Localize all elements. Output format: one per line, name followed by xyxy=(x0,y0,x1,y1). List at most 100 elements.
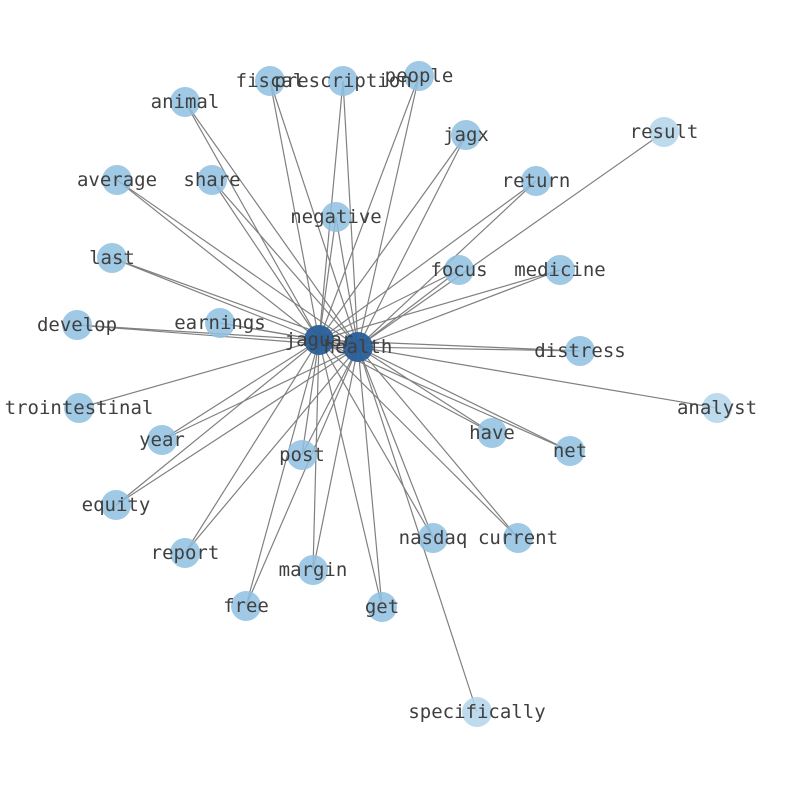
edge-health-analyst xyxy=(357,346,718,409)
node-focus xyxy=(444,255,474,285)
node-animal xyxy=(170,87,200,117)
node-develop xyxy=(62,310,92,340)
edge-jaguar-year xyxy=(161,339,320,441)
edge-health-have xyxy=(357,346,493,434)
node-label-return: return xyxy=(502,170,571,192)
node-label-margin: margin xyxy=(279,559,348,581)
edge-jaguar-share xyxy=(211,179,320,341)
node-label-focus: focus xyxy=(430,259,487,281)
node-health xyxy=(343,332,373,362)
node-label-post: post xyxy=(279,444,325,466)
edge-jaguar-medicine xyxy=(318,269,561,341)
edge-jaguar-free xyxy=(245,339,320,607)
node-jagx xyxy=(451,120,481,150)
node-analyst xyxy=(702,393,732,423)
node-label-share: share xyxy=(183,169,240,191)
node-label-average: average xyxy=(77,169,157,191)
node-get xyxy=(367,592,397,622)
node-label-develop: develop xyxy=(37,314,117,336)
node-label-negative: negative xyxy=(290,206,382,228)
node-label-report: report xyxy=(151,542,220,564)
edge-jaguar-fiscal xyxy=(269,80,320,341)
node-earnings xyxy=(205,308,235,338)
node-label-last: last xyxy=(89,247,135,269)
node-label-prescription: prescription xyxy=(274,70,411,92)
edge-jaguar-people xyxy=(318,75,420,341)
node-last xyxy=(97,243,127,273)
node-label-net: net xyxy=(553,440,587,462)
node-current xyxy=(503,523,533,553)
node-label-free: free xyxy=(223,595,269,617)
edge-health-share xyxy=(211,179,359,348)
edge-health-jagx xyxy=(357,134,467,348)
node-negative xyxy=(321,202,351,232)
node-label-fiscal: fiscal xyxy=(236,70,305,92)
node-label-people: people xyxy=(385,65,454,87)
node-equity xyxy=(101,490,131,520)
node-label-earnings: earnings xyxy=(174,312,266,334)
node-return xyxy=(521,166,551,196)
node-label-result: result xyxy=(630,121,699,143)
edge-health-get xyxy=(357,346,383,608)
edge-health-margin xyxy=(312,346,359,571)
edge-jaguar-post xyxy=(301,339,320,456)
node-label-have: have xyxy=(469,422,515,444)
node-label-get: get xyxy=(365,596,399,618)
node-share xyxy=(197,165,227,195)
node-trointestinal xyxy=(64,393,94,423)
edge-jaguar-trointestinal xyxy=(78,339,320,409)
edge-health-negative xyxy=(335,216,359,348)
node-year xyxy=(147,425,177,455)
edge-health-earnings xyxy=(219,322,359,348)
node-label-trointestinal: trointestinal xyxy=(5,397,154,419)
edge-jaguar-equity xyxy=(115,339,320,506)
edges-layer xyxy=(76,75,718,713)
node-label-current: current xyxy=(478,527,558,549)
node-average xyxy=(102,165,132,195)
edge-health-equity xyxy=(115,346,359,506)
edge-jaguar-jagx xyxy=(318,134,467,341)
edge-jaguar-return xyxy=(318,180,537,341)
edge-health-post xyxy=(301,346,359,456)
edge-jaguar-nasdaq xyxy=(318,339,434,539)
node-result xyxy=(649,117,679,147)
edge-health-net xyxy=(357,346,571,452)
edge-health-year xyxy=(161,346,359,441)
node-nasdaq xyxy=(418,523,448,553)
edge-jaguar-develop xyxy=(76,324,320,341)
node-label-jaguar: jaguar xyxy=(285,329,354,351)
node-label-year: year xyxy=(139,429,185,451)
node-label-distress: distress xyxy=(534,340,626,362)
node-medicine xyxy=(545,255,575,285)
edge-jaguar-negative xyxy=(318,216,337,341)
node-label-equity: equity xyxy=(82,494,151,516)
labels-layer: jaguarhealthfiscalprescriptionpeopleanim… xyxy=(5,65,757,723)
nodes-layer xyxy=(62,61,732,727)
node-label-nasdaq: nasdaq xyxy=(399,527,468,549)
edge-health-medicine xyxy=(357,269,561,348)
node-margin xyxy=(298,555,328,585)
edge-jaguar-last xyxy=(111,257,320,341)
node-specifically xyxy=(462,697,492,727)
edge-health-animal xyxy=(184,101,359,348)
node-label-specifically: specifically xyxy=(408,701,545,723)
edge-health-current xyxy=(357,346,519,539)
node-label-medicine: medicine xyxy=(514,259,606,281)
node-people xyxy=(404,61,434,91)
node-label-jagx: jagx xyxy=(443,124,489,146)
edge-health-fiscal xyxy=(269,80,359,348)
edge-health-result xyxy=(357,131,665,348)
edge-jaguar-average xyxy=(116,179,320,341)
edge-health-report xyxy=(184,346,359,554)
edge-jaguar-get xyxy=(318,339,383,608)
edge-health-people xyxy=(357,75,420,348)
edge-jaguar-animal xyxy=(184,101,320,341)
node-net xyxy=(555,436,585,466)
edge-health-nasdaq xyxy=(357,346,434,539)
node-fiscal xyxy=(255,66,285,96)
node-label-health: health xyxy=(324,336,393,358)
edge-health-distress xyxy=(357,346,581,352)
edge-health-free xyxy=(245,346,359,607)
node-distress xyxy=(565,336,595,366)
